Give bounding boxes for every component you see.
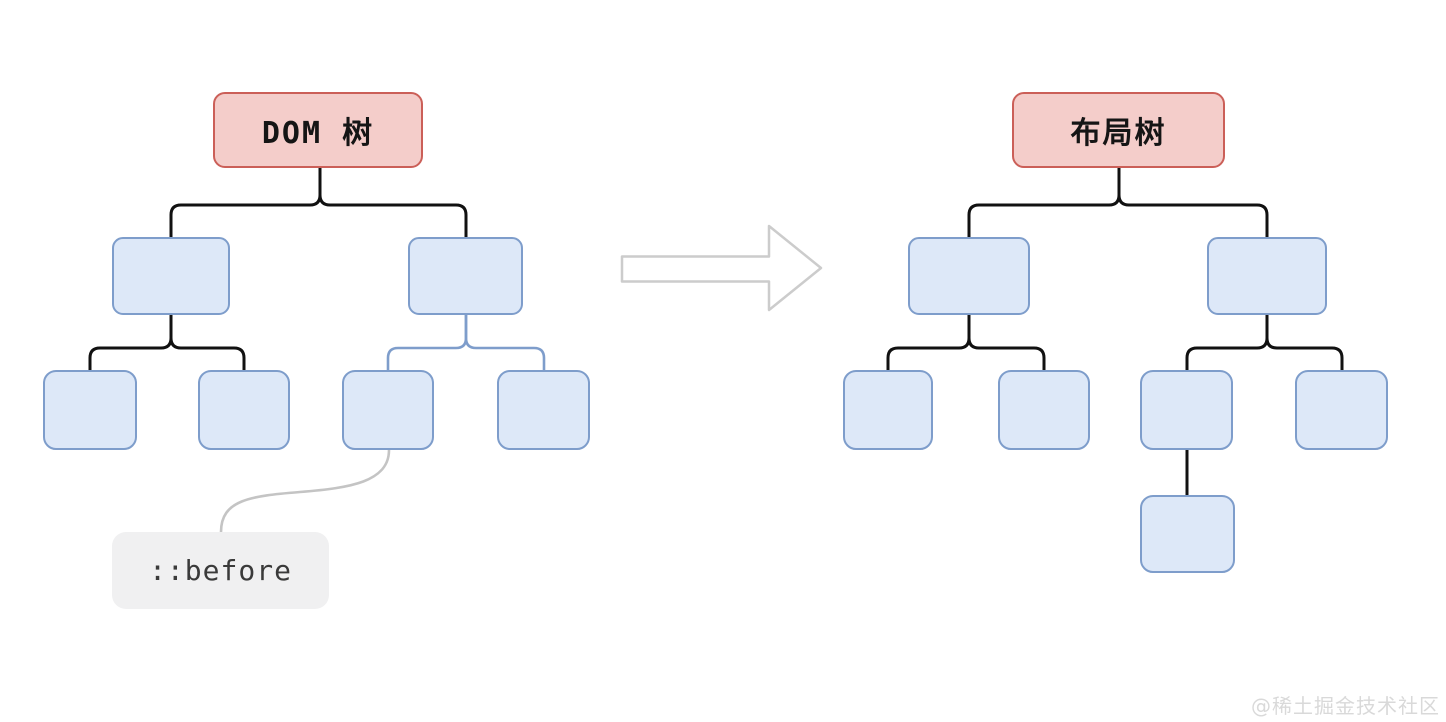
layout-tree-pseudo-node [1140,495,1235,573]
dom-child2-to-leaf4-connector [464,313,546,372]
dom-child1-to-leaf2-connector [169,313,246,372]
layout-child1-to-leaf1-connector [886,313,971,372]
dom-tree-child-1 [112,237,230,315]
dom-tree-root: DOM 树 [213,92,423,168]
pseudo-element-connector [219,448,391,534]
layout-tree-root: 布局树 [1012,92,1225,168]
dom-tree-leaf-4 [497,370,590,450]
dom-tree-child-2 [408,237,523,315]
dom-child1-to-leaf1-connector [88,313,173,372]
layout-child2-to-leaf4-connector [1265,313,1344,372]
layout-tree-child-2 [1207,237,1327,315]
dom-tree-root-label: DOM 树 [261,116,375,151]
layout-root-to-child1-connector [967,166,1121,239]
pseudo-element-label: ::before [112,532,329,609]
dom-child2-to-leaf3-connector [386,313,468,372]
dom-tree-leaf-2 [198,370,290,450]
layout-tree-leaf-4 [1295,370,1388,450]
layout-child1-to-leaf2-connector [967,313,1046,372]
layout-tree-leaf-1 [843,370,933,450]
layout-tree-root-label: 布局树 [1070,116,1167,151]
dom-tree-leaf-1 [43,370,137,450]
pseudo-element-label-text: ::before [149,554,292,587]
dom-root-to-child1-connector [169,166,322,239]
right-arrow-icon [620,224,823,312]
layout-child2-to-leaf3-connector [1185,313,1269,372]
layout-tree-child-1 [908,237,1030,315]
layout-root-to-child2-connector [1117,166,1269,239]
watermark: @稀土掘金技术社区 [1251,694,1440,718]
dom-root-to-child2-connector [318,166,468,239]
dom-tree-leaf-3 [342,370,434,450]
layout-tree-leaf-3 [1140,370,1233,450]
layout-tree-leaf-2 [998,370,1090,450]
